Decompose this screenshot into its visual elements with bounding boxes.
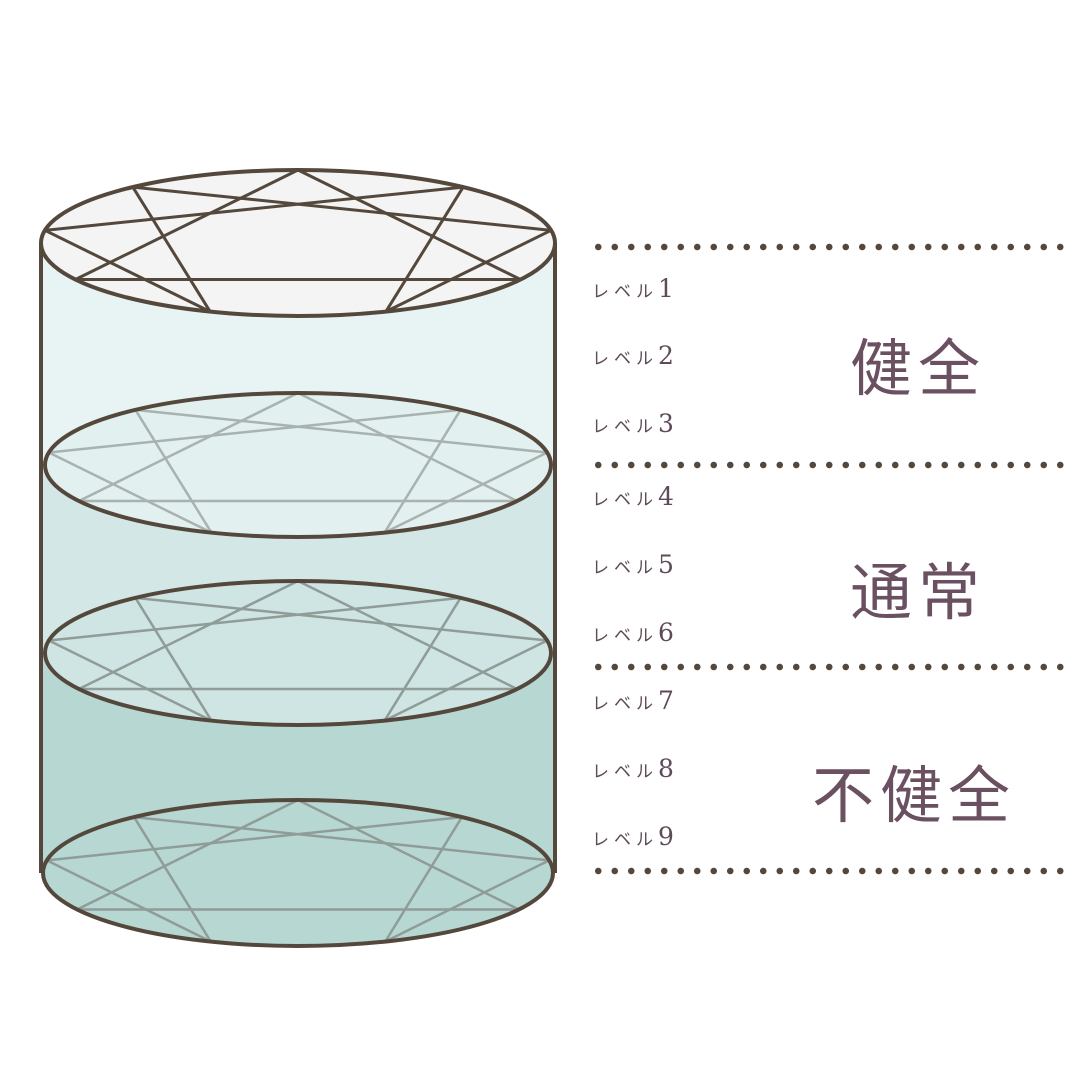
level-5-label: レベル5 [592,550,675,579]
group-label-unhealthy: 不健全 [812,759,1017,832]
divider-bottom [590,867,1068,875]
level-2-label: レベル2 [592,341,675,370]
level-1-label: レベル1 [592,274,675,303]
group-label-healthy: 健全 [850,332,987,405]
divider-healthy-average [590,461,1068,469]
level-7-label: レベル7 [592,686,675,715]
level-3-label: レベル3 [592,409,675,438]
divider-top [590,243,1068,251]
ring-level-6 [43,579,553,727]
level-9-label: レベル9 [592,822,675,851]
divider-average-unhealthy [590,663,1068,671]
group-label-average: 通常 [850,556,987,629]
level-6-label: レベル6 [592,618,675,647]
level-8-label: レベル8 [592,754,675,783]
level-4-label: レベル4 [592,482,675,511]
ring-level-3 [43,391,553,539]
ring-top [39,168,557,318]
ring-level-9 [41,798,555,948]
